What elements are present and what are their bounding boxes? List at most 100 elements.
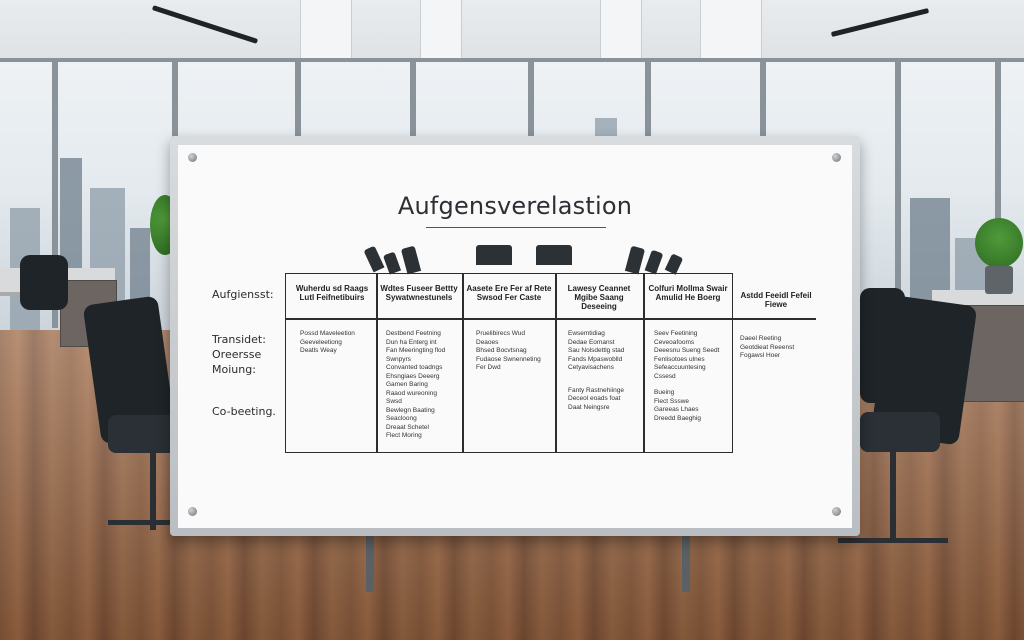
table-cell: Possd Maveleetion Geeveleetiong Deatls W… [300, 330, 374, 356]
cell-line: Geotdieat Reeenst [740, 343, 795, 351]
ceiling [0, 0, 1024, 58]
cell-line: Fands Mpaswoblld [568, 355, 623, 363]
cell-line: Daat Neingsre [568, 403, 610, 411]
cell-line: Fenlisotoes ulnes [654, 355, 705, 363]
cell-line: Deaoes [476, 338, 499, 346]
cell-line: Possd Maveleetion [300, 330, 355, 337]
cell-line: Swsd [386, 398, 402, 405]
cell-line: Fudaose Swnenneting [476, 355, 541, 363]
cell-line: Bhsed Bocvtsnag [476, 347, 527, 354]
row-label: Transidet: [212, 333, 266, 346]
whiteboard-stand-leg [682, 536, 690, 592]
cell-line: Seev Feetining [654, 330, 698, 337]
whiteboard-stand-leg [366, 536, 374, 592]
row-label: Co-beeting. [212, 405, 276, 418]
ceiling-light [830, 7, 930, 38]
screw-icon [188, 153, 197, 162]
cell-line: Flect Ssswe [654, 397, 690, 405]
ceiling-beam [600, 0, 642, 58]
cell-line: Dedae Eomanst [568, 338, 615, 346]
cell-line: Deeesnu Sueng Seedt [654, 347, 720, 354]
cell-line: Bueing [654, 389, 675, 396]
table-column-divider [376, 274, 378, 452]
office-chair [20, 255, 68, 310]
cell-spacer [568, 373, 642, 387]
column-heading: Colfuri Mollma Swair Amulid He Boerg [648, 284, 728, 302]
cell-line: Convanted toadngs [386, 364, 443, 371]
reflection-chair [624, 245, 646, 275]
table-column-divider [462, 274, 464, 452]
potted-plant [975, 218, 1023, 268]
window-frame [895, 58, 901, 328]
cell-line: Cetyavisachens [568, 364, 614, 371]
reflection-chair [382, 251, 402, 275]
window-frame [52, 58, 58, 328]
screw-icon [832, 507, 841, 516]
cell-line: Sefeaccuuntesing [654, 364, 706, 371]
column-heading: Aasete Ere Fer af Rete Swsod Fer Caste [466, 284, 552, 302]
office-chair-base [890, 450, 896, 540]
row-label: Moiung: [212, 363, 256, 376]
table-column-divider [555, 274, 557, 452]
cell-line: Dreaat Schetel [386, 423, 429, 431]
cell-line: Gamen Baring [386, 381, 428, 388]
office-chair-base [108, 520, 223, 525]
reflection-chair [476, 245, 512, 265]
whiteboard-title: Aufgensverelastion [397, 192, 633, 220]
planning-table: Wuherdu sd Raags Lutl Feifnetibuirs Wdte… [285, 273, 816, 453]
office-chair-seat [860, 412, 940, 452]
plant-pot [985, 266, 1013, 294]
cell-line: Fogawsl Hoer [740, 352, 781, 359]
title-underline [426, 227, 606, 228]
cell-line: Flect Moring [386, 432, 422, 439]
reflection-chair [536, 245, 572, 265]
cell-line: Sau Nolsdettlg stad [568, 347, 625, 354]
reflection-chair [644, 249, 664, 275]
row-label: Oreersse [212, 348, 262, 361]
row-label: Aufgiensst: [212, 288, 274, 301]
cell-line: Swnpyrs [386, 355, 411, 363]
window-frame [0, 58, 1024, 62]
reflection-chair [664, 253, 684, 275]
cell-line: Daeel Reeting [740, 335, 782, 342]
cell-line: Bewlegn Baating [386, 406, 435, 414]
table-column-divider [643, 274, 645, 452]
cell-line: Fanty Rastnehiinge [568, 386, 625, 394]
column-heading: Wuherdu sd Raags Lutl Feifnetibuirs [295, 284, 369, 302]
table-cell: Seev Feetining Ceveoafooms Deeesnu Sueng… [654, 330, 730, 423]
cell-line: Fer Dwd [476, 364, 501, 371]
table-cell: Ewsemtidiag Dedae Eomanst Sau Nolsdettlg… [568, 330, 642, 412]
table-cell: Pruelibirecs Wud Deaoes Bhsed Bocvtsnag … [476, 330, 554, 373]
ceiling-beam [420, 0, 462, 58]
column-heading: Lawesy Ceannet Mgibe Saang Deseeing [567, 284, 631, 311]
cell-line: Destbend Feetning [386, 330, 441, 337]
cell-line: Gareeas Lhaes [654, 406, 699, 413]
cell-line: Pruelibirecs Wud [476, 330, 526, 337]
screw-icon [832, 153, 841, 162]
cell-line: Raaod wureoning [386, 389, 437, 397]
cell-line: Fan Meeringting flod [386, 347, 446, 354]
cell-line: Dun ha Enterg int [386, 338, 437, 346]
cell-line: Ehsngiaes Deeerg [386, 372, 440, 380]
office-chair-base [150, 450, 156, 530]
column-heading: Wdtes Fuseer Bettty Sywatwnestunels [380, 284, 458, 302]
whiteboard: Aufgensverelastion Aufgiensst: Transidet… [178, 145, 852, 528]
cell-line: Deceol eoads foat [568, 395, 621, 402]
reflection-chair [400, 245, 422, 275]
office-chair-base [838, 538, 948, 543]
table-cell: Destbend Feetning Dun ha Enterg int Fan … [386, 330, 460, 441]
cell-line: Seacloong [386, 415, 417, 422]
cell-line: Ceveoafooms [654, 338, 695, 346]
window-frame [995, 58, 1001, 328]
cell-spacer [654, 381, 730, 389]
screw-icon [188, 507, 197, 516]
cell-line: Dreedd Baeghig [654, 414, 701, 422]
ceiling-light [151, 5, 259, 44]
reflection-chair [363, 245, 385, 273]
cell-line: Geeveleetiong [300, 338, 342, 346]
ceiling-beam [700, 0, 762, 58]
table-header-divider [286, 318, 816, 320]
cell-line: Ewsemtidiag [568, 330, 605, 337]
ceiling-beam [300, 0, 352, 58]
